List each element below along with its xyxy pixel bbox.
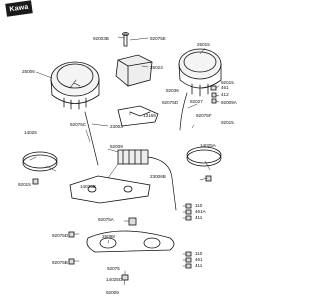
part-label: 92003B — [93, 36, 109, 41]
part-label: 13169 — [143, 113, 156, 118]
part-label: 412 — [221, 92, 229, 97]
part-label: 92027 — [190, 99, 203, 104]
speedometer-drawing — [50, 61, 100, 110]
part-label: 92009A — [221, 100, 238, 105]
part-label: 92015 — [18, 182, 31, 187]
part-label: 92075E — [150, 36, 166, 41]
part-label: 92015 — [221, 80, 234, 85]
part-label: 411 — [195, 215, 203, 220]
part-label: 461 — [221, 85, 229, 90]
hardware-drawing — [32, 85, 217, 281]
part-label: 110 — [195, 251, 203, 256]
part-label: 411 — [195, 263, 203, 268]
part-label: 92075 — [107, 266, 120, 271]
part-label: 14025A — [200, 143, 217, 148]
part-label: 25015 — [197, 42, 210, 47]
lower-plate-drawing — [86, 230, 175, 253]
part-label: 25098 — [102, 234, 115, 239]
part-label: 25023 — [150, 65, 163, 70]
part-label: 110 — [195, 203, 203, 208]
mount-ring-drawing — [22, 146, 222, 172]
part-label: 92075C — [70, 122, 87, 127]
part-label: 23006B — [150, 174, 166, 179]
part-label: 92075B — [52, 260, 68, 265]
cable-drawing — [84, 92, 188, 166]
part-label: 23003 — [110, 124, 123, 129]
part-label: 92015 — [221, 120, 234, 125]
bracket-drawing — [69, 175, 151, 204]
parts-diagram: 92003B 92075E 25015 25006 25023 92015 92… — [18, 32, 238, 295]
part-label: 14025 — [24, 130, 37, 135]
part-label: 92009 — [106, 290, 119, 295]
bulb-socket-drawing — [117, 149, 177, 211]
part-label: 14025B — [80, 184, 96, 189]
part-label: 461A — [195, 209, 207, 214]
leader-lines — [29, 36, 220, 286]
part-label: 92075D — [162, 100, 179, 105]
part-label: 92075A — [98, 217, 115, 222]
tachometer-drawing — [178, 48, 222, 97]
indicator-housing-drawing — [115, 32, 159, 127]
part-label: 25006 — [22, 69, 35, 74]
part-label: 92075D — [52, 233, 69, 238]
part-label: 92075F — [196, 113, 212, 118]
part-labels: 92003B 92075E 25015 25006 25023 92015 92… — [18, 36, 238, 295]
part-label: 92009 — [110, 144, 123, 149]
part-label: 461 — [195, 257, 203, 262]
part-label: 92036 — [166, 88, 179, 93]
part-label: 14025C — [106, 277, 123, 282]
